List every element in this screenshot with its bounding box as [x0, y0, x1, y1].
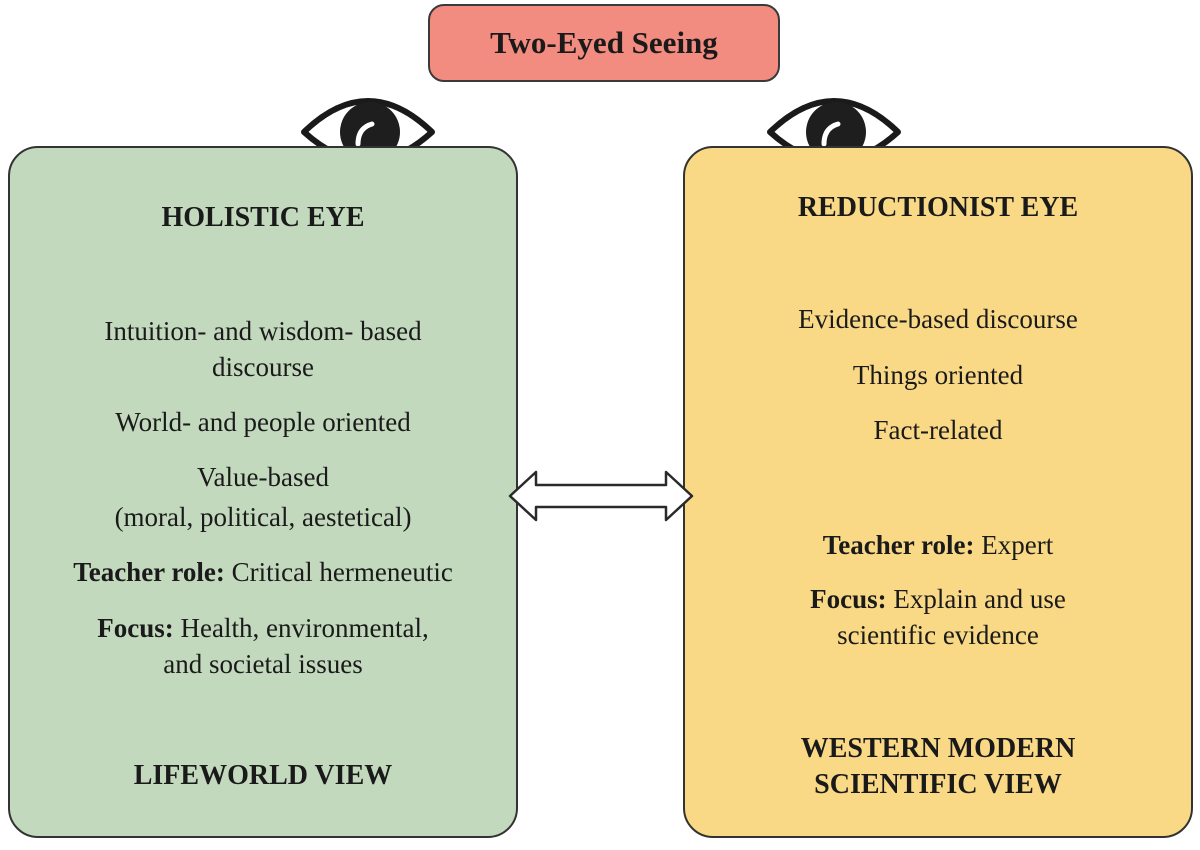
western-modern-label: WESTERN MODERN — [800, 733, 1076, 764]
holistic-teacher-value: Critical hermeneutic — [224, 557, 453, 587]
reductionist-focus-label: Focus: — [810, 584, 887, 614]
reductionist-focus: Focus: Explain and use — [685, 579, 1191, 620]
reductionist-line-2: Things oriented — [852, 360, 1024, 390]
holistic-eye-heading: HOLISTIC EYE — [161, 202, 365, 233]
reductionist-teacher-role: Teacher role: Expert — [685, 525, 1191, 566]
reductionist-teacher-value: Expert — [974, 530, 1054, 560]
holistic-focus-continued: and societal issues — [163, 649, 363, 679]
reductionist-eye-panel: REDUCTIONIST EYE Evidence-based discours… — [683, 146, 1193, 838]
holistic-focus-label: Focus: — [97, 613, 174, 643]
holistic-focus-value: Health, environmental, — [173, 613, 429, 643]
holistic-eye-panel: HOLISTIC EYE Intuition- and wisdom- base… — [8, 146, 518, 838]
holistic-focus: Focus: Health, environmental, — [10, 608, 516, 649]
reductionist-line-3: Fact-related — [873, 415, 1003, 445]
double-arrow-icon — [506, 468, 696, 524]
holistic-line-5: (moral, political, aestetical) — [114, 502, 412, 532]
scientific-view-label: SCIENTIFIC VIEW — [814, 769, 1062, 800]
holistic-teacher-role: Teacher role: Critical hermeneutic — [10, 552, 516, 593]
holistic-line-1: Intuition- and wisdom- based — [104, 316, 422, 346]
reductionist-line-1: Evidence-based discourse — [798, 304, 1078, 334]
reductionist-focus-continued: scientific evidence — [837, 620, 1039, 650]
holistic-line-3: World- and people oriented — [115, 407, 411, 437]
holistic-line-2: discourse — [212, 352, 314, 382]
reductionist-focus-value: Explain and use — [886, 584, 1066, 614]
holistic-line-4: Value-based — [197, 462, 329, 492]
reductionist-eye-heading: REDUCTIONIST EYE — [797, 192, 1079, 223]
reductionist-teacher-label: Teacher role: — [822, 530, 975, 560]
lifeworld-view-label: LIFEWORLD VIEW — [133, 760, 393, 791]
holistic-teacher-label: Teacher role: — [73, 557, 225, 587]
diagram-title: Two-Eyed Seeing — [428, 4, 780, 82]
